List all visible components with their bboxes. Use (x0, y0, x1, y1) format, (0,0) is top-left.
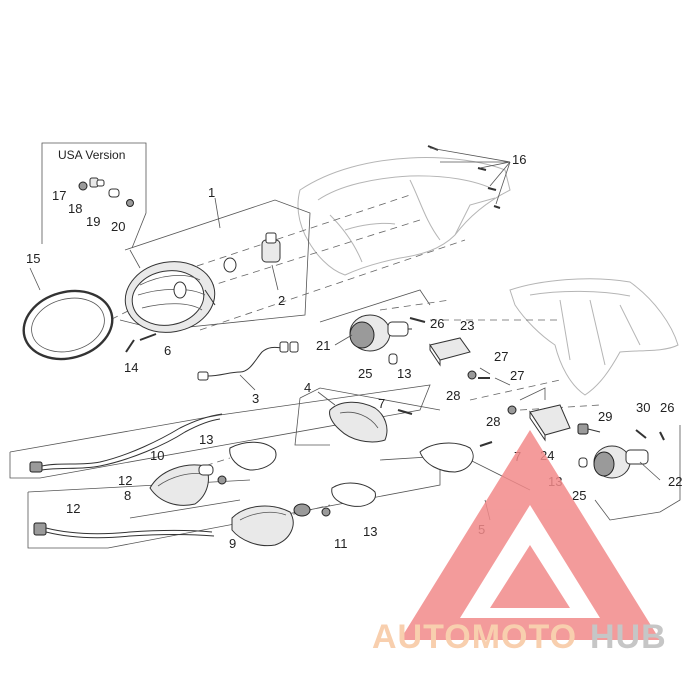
indicator-wire-upper (29, 413, 223, 473)
callout-26-lower: 26 (660, 400, 674, 415)
callout-16: 16 (512, 152, 526, 167)
bulb-part-20 (126, 199, 134, 207)
callout-29: 29 (598, 409, 612, 424)
callout-12-upper: 12 (118, 473, 132, 488)
tail-light-unit-21 (349, 314, 412, 352)
callout-18: 18 (68, 201, 82, 216)
callout-7-upper: 7 (378, 396, 385, 411)
headlight-unit (124, 261, 216, 333)
small-bulb-13-upper (388, 353, 398, 365)
callout-11: 11 (334, 536, 348, 551)
callout-23: 23 (460, 318, 474, 333)
callout-19: 19 (86, 214, 100, 229)
position-light-wire (197, 341, 299, 381)
callout-6: 6 (164, 343, 171, 358)
callout-8: 8 (124, 488, 131, 503)
callout-21: 21 (316, 338, 330, 353)
bulb-part-19 (108, 188, 120, 198)
callout-27-upper: 27 (494, 349, 508, 364)
bracket-29 (577, 423, 601, 435)
rear-indicator-unit-25 (593, 445, 649, 479)
watermark-text-b: HUB (590, 618, 667, 656)
callout-2: 2 (278, 293, 285, 308)
usa-version-label: USA Version (58, 148, 125, 162)
usa-version-box: USA Version (41, 142, 147, 249)
screw-30 (635, 429, 647, 439)
indicator-wire-lower (33, 522, 215, 539)
watermark-text-a: AUTOMOTO (372, 618, 577, 656)
washer-28-lower (507, 405, 517, 415)
callout-17: 17 (52, 188, 66, 203)
washer-28-upper (467, 370, 490, 380)
callout-25-lower: 25 (572, 488, 586, 503)
screw-6 (139, 333, 157, 341)
screw-7-upper (397, 409, 413, 415)
callout-13-b: 13 (363, 524, 377, 539)
bulb-part-17 (78, 181, 88, 191)
callout-25-upper: 25 (358, 366, 372, 381)
callout-10: 10 (150, 448, 164, 463)
headlight-bulb-socket (223, 232, 281, 273)
watermark-logo: AUTOMOTO HUB (372, 430, 667, 656)
front-right-indicator-lens (329, 401, 388, 443)
callout-14: 14 (124, 360, 138, 375)
callout-28-lower: 28 (486, 414, 500, 429)
callout-22: 22 (668, 474, 682, 489)
callout-13-c: 13 (397, 366, 411, 381)
rear-left-indicator (231, 482, 376, 547)
watermark-triangle (400, 430, 660, 640)
callout-26-upper: 26 (430, 316, 444, 331)
front-left-indicator (149, 441, 277, 506)
relay-23 (429, 337, 471, 367)
tail-light-group-box (319, 289, 431, 323)
callout-20: 20 (111, 219, 125, 234)
relay-24 (529, 404, 571, 442)
rear-body-ghost (509, 278, 679, 396)
callout-1: 1 (208, 185, 215, 200)
callout-4: 4 (304, 380, 311, 395)
callout-13-a: 13 (199, 432, 213, 447)
screw-26-lower (659, 431, 665, 441)
bulb-part-18 (89, 177, 105, 188)
front-indicator-frame (9, 384, 681, 549)
rear-right-indicator-lens (419, 441, 493, 473)
callout-27-lower: 27 (510, 368, 524, 383)
callout-28-upper: 28 (446, 388, 460, 403)
callout-30: 30 (636, 400, 650, 415)
callout-12-lower: 12 (66, 501, 80, 516)
small-bulb-13-lower (578, 457, 588, 468)
screw-26-upper (409, 317, 426, 323)
screw-14 (125, 339, 135, 353)
callout-15: 15 (26, 251, 40, 266)
headlight-bezel-ring (22, 289, 114, 361)
callout-3: 3 (252, 391, 259, 406)
callout-labels: 1 2 3 4 5 6 7 7 8 9 10 11 12 12 13 13 13… (26, 152, 682, 551)
callout-9: 9 (229, 536, 236, 551)
front-shield-ghost (297, 157, 511, 276)
